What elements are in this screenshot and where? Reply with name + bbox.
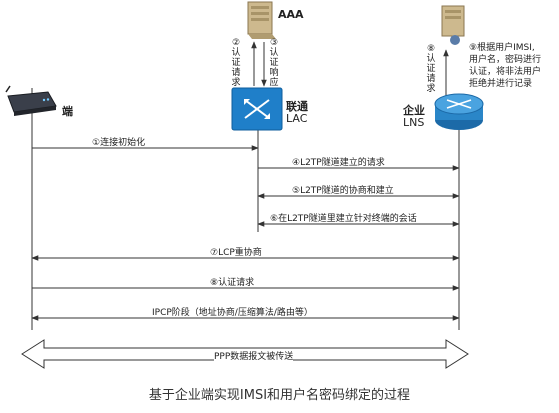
auth-request-vertical-label: ②认证请求: [231, 38, 241, 88]
ppp-label: PPP数据报文被传送: [214, 349, 294, 362]
message-label-6: ⑥在L2TP隧道里建立针对终端的会话: [270, 214, 417, 224]
lns-server-icon: [441, 5, 465, 45]
lac-label-line2: LAC: [286, 112, 308, 125]
message-label-7: ⑦LCP重协商: [210, 248, 262, 258]
lns-note: ⑨根据用户IMSI, 用户名，密码进行 认证，将非法用户 拒绝并进行记录: [469, 42, 541, 90]
note-line: 认证，将非法用户: [469, 67, 542, 77]
lac-label-line1: 联通: [286, 100, 308, 113]
figure-caption: 基于企业端实现IMSI和用户名密码绑定的过程: [148, 388, 411, 403]
message-label-8: ⑧认证请求: [210, 278, 255, 288]
message-label-9: IPCP阶段（地址协商/压缩算法/路由等）: [152, 308, 313, 318]
lns-label-line1: 企业: [403, 104, 425, 117]
message-label-1: ①连接初始化: [92, 138, 146, 148]
message-label-4: ④L2TP隧道建立的请求: [292, 158, 385, 168]
terminal-label: 端: [62, 105, 73, 118]
lac-switch-icon: [231, 87, 283, 131]
lns-router-icon: [434, 93, 484, 130]
aaa-label: AAA: [278, 8, 304, 21]
note-line: 拒绝并进行记录: [469, 79, 533, 89]
lns-label-line2: LNS: [403, 116, 425, 129]
message-label-5: ⑤L2TP隧道的协商和建立: [292, 186, 394, 196]
note-line: ⑨根据用户IMSI,: [469, 43, 535, 53]
terminal-modem-icon: [5, 85, 57, 116]
aaa-server-icon: [247, 1, 276, 39]
lns-auth-request-vertical-label: ⑧认证请求: [426, 44, 436, 94]
note-line: 用户名，密码进行: [469, 55, 542, 65]
auth-response-vertical-label: ③认证响应: [269, 38, 279, 88]
